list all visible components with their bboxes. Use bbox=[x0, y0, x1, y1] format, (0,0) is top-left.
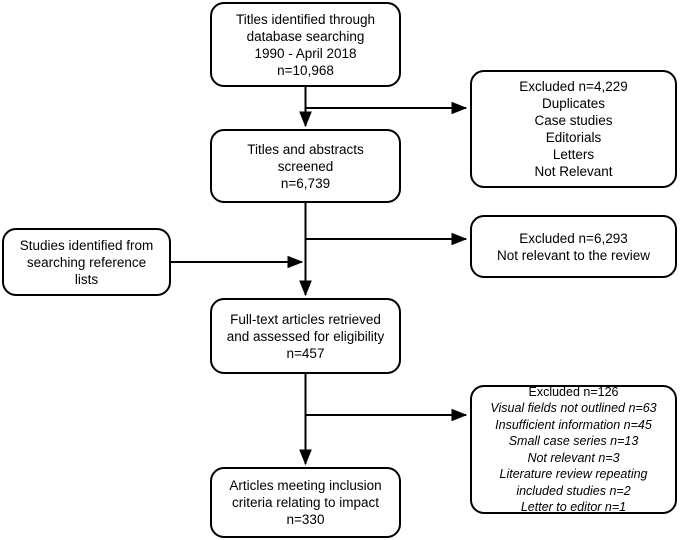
node-line: searching reference bbox=[26, 254, 147, 270]
node-fulltext-articles-assessed: Full-text articles retrieved and assesse… bbox=[210, 298, 401, 374]
node-line: lists bbox=[74, 271, 99, 287]
node-line: criteria relating to impact bbox=[231, 495, 380, 510]
node-studies-from-reference-lists: Studies identified from searching refere… bbox=[2, 228, 171, 296]
node-line: database searching bbox=[246, 28, 365, 44]
node-count: n=330 bbox=[286, 512, 325, 527]
node-line: 1990 - April 2018 bbox=[254, 45, 357, 61]
node-reason: Letter to editor n=1 bbox=[520, 500, 627, 514]
node-line: Not relevant to the review bbox=[496, 247, 651, 263]
node-line: Full-text articles retrieved bbox=[230, 311, 381, 327]
node-excluded-at-screening: Excluded n=4,229 Duplicates Case studies… bbox=[470, 70, 677, 188]
node-count: Excluded n=4,229 bbox=[519, 79, 628, 94]
node-line: screened bbox=[277, 158, 334, 174]
node-count: Excluded n=6,293 bbox=[519, 230, 628, 246]
node-excluded-at-fulltext: Excluded n=126 Visual fields not outline… bbox=[470, 385, 677, 514]
node-articles-included: Articles meeting inclusion criteria rela… bbox=[210, 467, 401, 538]
node-titles-abstracts-screened: Titles and abstracts screened n=6,739 bbox=[210, 129, 401, 203]
node-count: n=10,968 bbox=[277, 62, 334, 78]
node-reason: Visual fields not outlined n=63 bbox=[490, 401, 657, 415]
node-line: and assessed for eligibility bbox=[226, 328, 385, 344]
node-count: Excluded n=126 bbox=[528, 384, 619, 399]
node-count: n=457 bbox=[286, 345, 325, 361]
node-reason: included studies n=2 bbox=[516, 483, 631, 498]
node-count: n=6,739 bbox=[280, 175, 331, 191]
node-line: Titles identified through bbox=[235, 11, 376, 27]
node-line: Titles and abstracts bbox=[247, 141, 364, 157]
node-reason: Small case series n=13 bbox=[508, 434, 639, 448]
node-line: Not Relevant bbox=[534, 164, 613, 179]
node-titles-identified: Titles identified through database searc… bbox=[210, 2, 401, 87]
node-line: Editorials bbox=[545, 130, 602, 145]
node-reason: Literature review repeating bbox=[499, 467, 648, 481]
node-reason: Not relevant n=3 bbox=[527, 450, 620, 465]
node-reason: Insufficient information n=45 bbox=[495, 417, 652, 432]
node-line: Letters bbox=[552, 147, 595, 162]
node-line: Articles meeting inclusion bbox=[229, 478, 382, 493]
node-line: Studies identified from bbox=[19, 237, 154, 253]
node-line: Case studies bbox=[534, 113, 613, 128]
node-excluded-not-relevant: Excluded n=6,293 Not relevant to the rev… bbox=[470, 215, 677, 278]
node-line: Duplicates bbox=[541, 96, 606, 111]
